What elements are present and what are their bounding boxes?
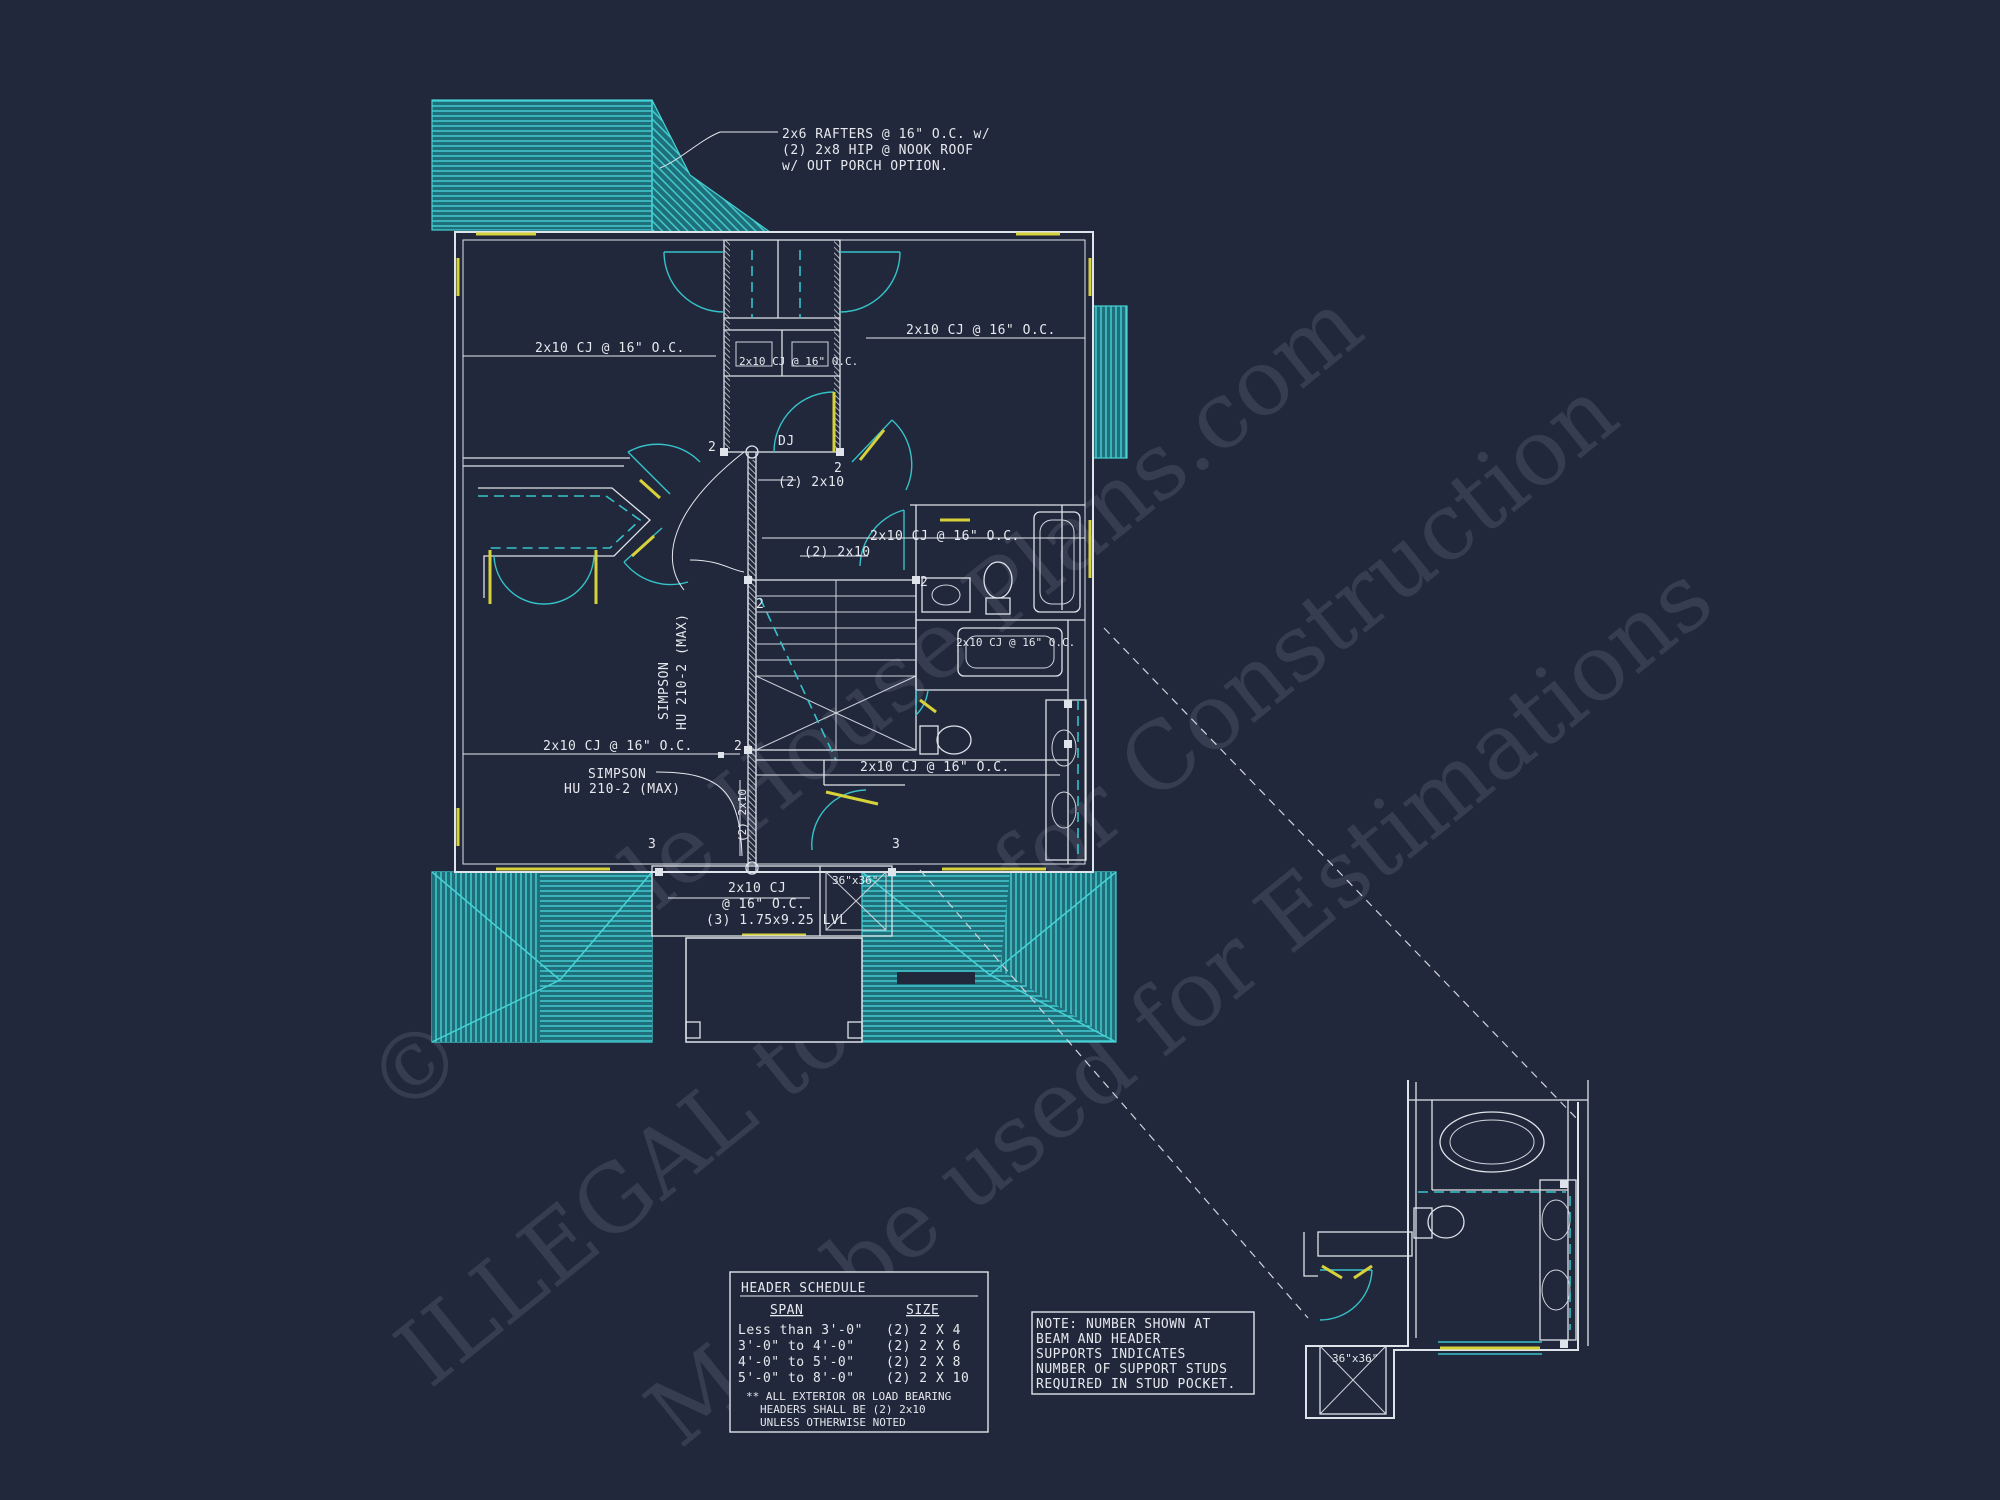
plan-labels: 2x10 CJ @ 16" O.C. 2x10 CJ @ 16" O.C. 2x… [535,323,1075,928]
detail-leader-1 [1103,627,1579,1121]
header-schedule-title: HEADER SCHEDULE [741,1281,866,1296]
detail-shower-label: 36"x36" [1332,1352,1378,1365]
label-simpson-horiz-2: HU 210-2 (MAX) [564,782,681,797]
dimension-lines [463,131,1085,899]
rafters-line-1: 2x6 RAFTERS @ 16" O.C. w/ [782,127,990,142]
schedule-row-2-span: 3'-0" to 4'-0" [738,1339,855,1354]
schedule-row-2-size: (2) 2 X 6 [886,1339,961,1354]
schedule-row-4-size: (2) 2 X 10 [886,1371,969,1386]
schedule-footnote-2: HEADERS SHALL BE (2) 2x10 [760,1403,926,1416]
stud-count-5: 2 [734,739,742,754]
label-header-2x10-a: (2) 2x10 [778,475,845,490]
stud-count-3: 2 [920,575,928,590]
schedule-row-3-size: (2) 2 X 8 [886,1355,961,1370]
detail-tub [1439,1111,1545,1173]
detail-toilet [1427,1205,1465,1239]
bath-detail: 36"x36" [1303,1080,1589,1419]
rafters-line-2: (2) 2x8 HIP @ NOOK ROOF [782,143,974,158]
schedule-footnote-1: ** ALL EXTERIOR OR LOAD BEARING [746,1390,951,1403]
rafters-note: 2x6 RAFTERS @ 16" O.C. w/ (2) 2x8 HIP @ … [782,127,990,174]
header-schedule-col-size: SIZE [906,1303,939,1318]
label-simpson-vert-1: SIMPSON [657,662,672,720]
note-line-2: BEAM AND HEADER [1036,1332,1161,1347]
label-header-2x10-vert: (2) 2x10 [736,789,749,842]
label-header-2x10-b: (2) 2x10 [804,545,871,560]
shower-main [825,871,887,931]
porch-roof-right [861,871,1117,1043]
label-cj-lower-right: 2x10 CJ @ 16" O.C. [860,760,1010,775]
schedule-footnote-3: UNLESS OTHERWISE NOTED [760,1416,906,1429]
note-line-3: SUPPORTS INDICATES [1036,1347,1186,1362]
windows [456,232,1092,937]
rafters-line-3: w/ OUT PORCH OPTION. [782,159,949,174]
label-cj-top-left: 2x10 CJ @ 16" O.C. [535,341,685,356]
bathtub [1033,511,1081,613]
sink-upper [921,577,971,613]
label-cj-bath: 2x10 CJ @ 16" O.C. [956,636,1075,649]
label-cj-bottom-2: @ 16" O.C. [722,897,805,912]
label-dj: DJ [778,434,795,449]
label-cj-mid-right: 2x10 CJ @ 16" O.C. [870,529,1020,544]
label-cj-lower-left: 2x10 CJ @ 16" O.C. [543,739,693,754]
label-shower-main: 36"x36" [832,874,878,887]
label-lvl: (3) 1.75x9.25 LVL [706,913,848,928]
label-simpson-horiz-1: SIMPSON [588,767,646,782]
note-line-4: NUMBER OF SUPPORT STUDS [1036,1362,1228,1377]
detail-leader-2 [919,869,1309,1319]
bay-roof [1092,305,1128,459]
detail-shower [1319,1345,1387,1415]
stud-count-1: 2 [708,440,716,455]
stud-count-6: 3 [648,837,656,852]
note-line-5: REQUIRED IN STUD POCKET. [1036,1377,1236,1392]
stud-count-4: 2 [756,597,764,612]
porch-roof-left [431,871,653,1043]
header-schedule-col-span: SPAN [770,1303,803,1318]
label-cj-bottom-1: 2x10 CJ [728,881,786,896]
schedule-row-1-span: Less than 3'-0" [738,1323,863,1338]
staircase [755,580,917,761]
stud-note: NOTE: NUMBER SHOWN AT BEAM AND HEADER SU… [1031,1311,1255,1395]
schedule-row-1-size: (2) 2 X 4 [886,1323,961,1338]
toilet-lower [936,725,972,755]
note-line-1: NOTE: NUMBER SHOWN AT [1036,1317,1211,1332]
front-bumpout [651,445,1072,937]
front-porch [685,937,863,1043]
stud-count-2: 2 [834,461,842,476]
detail-vanity [1539,1179,1577,1341]
label-cj-closet: 2x10 CJ @ 16" O.C. [739,355,858,368]
schedule-row-4-span: 5'-0" to 8'-0" [738,1371,855,1386]
nook-roof [431,99,772,233]
label-cj-top-right: 2x10 CJ @ 16" O.C. [906,323,1056,338]
schedule-row-3-span: 4'-0" to 5'-0" [738,1355,855,1370]
header-schedule: HEADER SCHEDULE SPAN SIZE Less than 3'-0… [729,1271,989,1433]
stud-count-7: 3 [892,837,900,852]
bathtub-mid [957,627,1063,677]
label-simpson-vert-2: HU 210-2 (MAX) [675,613,690,730]
